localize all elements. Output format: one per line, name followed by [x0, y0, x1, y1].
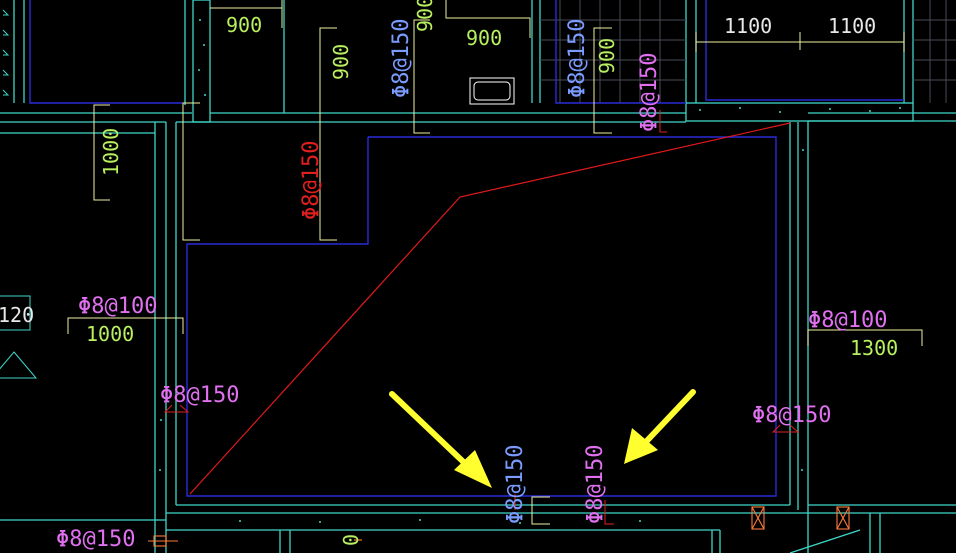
- upper-room-grid: [540, 0, 956, 103]
- level-triangle-icon: [0, 351, 38, 379]
- dim-1300: 1300: [850, 336, 898, 360]
- yellow-arrow-left-icon: [389, 391, 492, 488]
- yellow-arrow-right-icon: [624, 389, 696, 464]
- callout-arrows: [389, 389, 696, 488]
- rebar-label-top-pink: Φ8@150: [637, 53, 662, 132]
- rebar-label-left-100: Φ8@100: [78, 294, 157, 319]
- dim-120: 120: [0, 303, 34, 327]
- wall-beam: [685, 102, 914, 122]
- slab-outline-topright-b: [705, 0, 904, 101]
- wall-hatch: [159, 19, 901, 524]
- rebar-label-top-blue-b: Φ8@150: [565, 19, 590, 98]
- dim-1000-vertical: 1000: [99, 128, 123, 176]
- dim-900-top-mid: 900: [466, 26, 502, 50]
- rebar-label-left-150: Φ8@150: [160, 383, 239, 408]
- dim-900-vertical-b: 900: [413, 0, 437, 32]
- rebar-markers: [163, 110, 800, 525]
- dim-1100-b: 1100: [828, 14, 876, 38]
- slab-outline: [186, 136, 777, 497]
- column-markers: [148, 506, 850, 547]
- dim-0-bottom: 0: [339, 534, 363, 546]
- dim-1000-horizontal: 1000: [86, 322, 134, 346]
- dimension-texts: 900 900 900 900 900 1000 1000 1300 0: [86, 0, 898, 546]
- dimension-texts-white: 1100 1100 120: [0, 14, 876, 327]
- wall-line: [789, 529, 861, 553]
- slab-diagonal: [189, 122, 791, 495]
- dimension-lines: [0, 0, 923, 525]
- rebar-label-bottom-blue-a: Φ8@150: [503, 445, 528, 524]
- rebar-label-right-150: Φ8@150: [752, 403, 831, 428]
- rebar-label-top-blue-a: Φ8@150: [389, 19, 414, 98]
- slab-outline-topleft: [29, 0, 183, 104]
- rebar-label-bottom-left: Φ8@150: [56, 527, 135, 552]
- stair-marks: [2, 9, 10, 96]
- dim-900-vertical-a: 900: [329, 44, 353, 80]
- dim-900-top-left: 900: [226, 13, 262, 37]
- dim-1100-a: 1100: [724, 14, 772, 38]
- dim-900-vertical-c: 900: [595, 38, 619, 74]
- toilet-fixture-icon: [469, 77, 515, 105]
- red-slab-line: [189, 122, 791, 495]
- rebar-label-bottom-pink-b: Φ8@150: [583, 445, 608, 524]
- rebar-label-red-vertical: Φ8@150: [299, 141, 324, 220]
- dimension-box-120: [0, 295, 31, 331]
- slab-edge: [29, 0, 904, 497]
- slab-outline-topright: [555, 0, 686, 104]
- rebar-label-right-100: Φ8@100: [808, 308, 887, 333]
- rebar-texts: Φ8@150 Φ8@150 Φ8@150 Φ8@150 Φ8@100 Φ8@15…: [56, 19, 887, 552]
